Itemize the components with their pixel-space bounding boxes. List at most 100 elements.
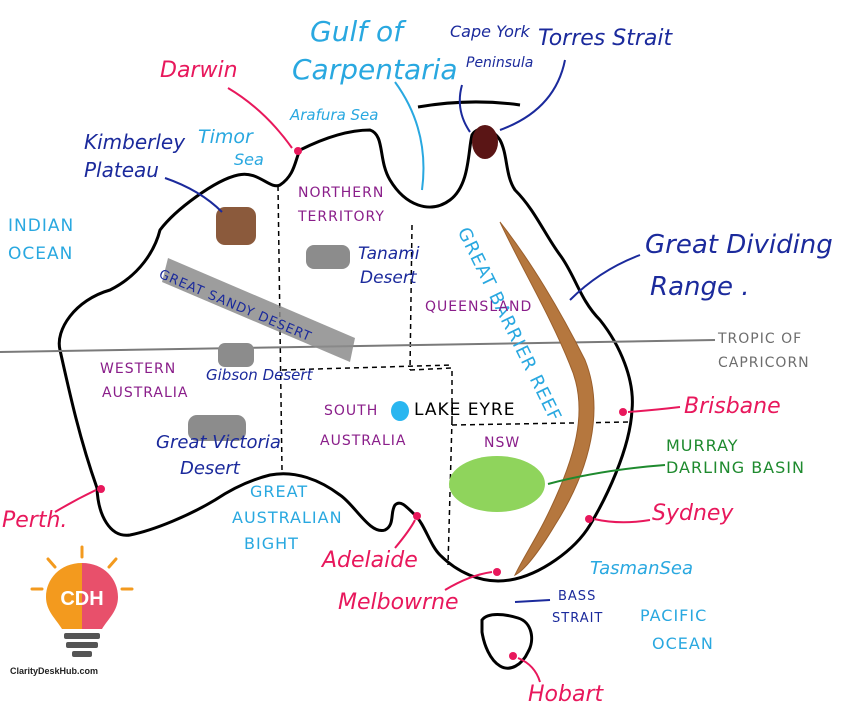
bass-strait-label: BASS <box>558 589 597 604</box>
torres-strait-line <box>417 100 521 109</box>
great-victoria-desert-label-2: Desert <box>180 458 240 479</box>
perth-arrow <box>54 489 97 513</box>
gibson-desert-label: Gibson Desert <box>206 366 313 384</box>
state-borders <box>277 185 631 566</box>
city-arrows <box>54 87 681 683</box>
logo-bulb-right <box>82 563 118 629</box>
adelaide-label: Adelaide <box>322 548 418 573</box>
murray-arrow <box>547 464 666 485</box>
claritydeskhub-logo: CDH <box>30 545 134 657</box>
logo-base-1 <box>64 633 100 639</box>
adelaide-dot <box>413 512 421 520</box>
arafura-sea-label: Arafura Sea <box>290 106 379 124</box>
sydney-dot <box>585 515 593 523</box>
gibson-desert-shape <box>218 343 254 367</box>
great-sandy-desert-band <box>162 258 355 362</box>
gulf-of-carpentaria-label-2: Carpentaria <box>292 53 458 86</box>
tanami-desert-label: Tanami <box>358 244 420 264</box>
brisbane-arrow <box>627 406 681 413</box>
torres-arrow <box>499 59 566 131</box>
darwin-dot <box>294 147 302 155</box>
torres-strait-label: Torres Strait <box>538 26 673 51</box>
logo-bulb-left <box>46 563 82 629</box>
great-dividing-range-label-2: Range . <box>650 272 750 302</box>
kimberley-plateau-shape <box>216 207 256 245</box>
sydney-label: Sydney <box>652 501 734 526</box>
western-australia-label-2: AUSTRALIA <box>102 385 189 401</box>
brisbane-dot <box>619 408 627 416</box>
western-australia-label: WESTERN <box>100 361 177 377</box>
tropic-of-capricorn-label: TROPIC OF <box>718 331 803 347</box>
melbourne-arrow <box>444 571 493 591</box>
murray-darling-basin-shape <box>449 456 545 512</box>
great-australian-bight-label-2: AUSTRALIAN <box>232 508 343 527</box>
logo-initials: CDH <box>60 588 103 610</box>
cape-york-label: Cape York <box>450 22 530 41</box>
bass-strait-label-2: STRAIT <box>552 611 604 626</box>
kimberley-label: Kimberley <box>84 130 186 154</box>
gulf-arrow <box>394 81 425 191</box>
cape-york-shape <box>472 125 498 159</box>
hobart-label: Hobart <box>528 682 604 707</box>
south-australia-label: SOUTH <box>324 403 379 419</box>
timor-sea-label: Timor <box>198 126 253 148</box>
great-dividing-range-label: Great Dividing <box>645 230 833 260</box>
northern-territory-label-2: TERRITORY <box>298 209 385 225</box>
lake-eyre-shape <box>391 401 409 421</box>
darwin-label: Darwin <box>160 58 238 83</box>
murray-darling-basin-label-2: DARLING BASIN <box>666 458 805 477</box>
tanami-desert-label-2: Desert <box>360 268 417 288</box>
nsw-border <box>451 421 631 426</box>
qld-sa-border <box>409 367 453 420</box>
nsw-label: NSW <box>484 435 521 451</box>
kimberley-label-2: Plateau <box>84 158 159 182</box>
adelaide-arrow <box>394 519 416 549</box>
logo-base-3 <box>72 651 92 657</box>
hobart-dot <box>509 652 517 660</box>
nt-sa-border <box>281 364 453 371</box>
tropic-of-capricorn-label-2: CAPRICORN <box>718 355 810 371</box>
great-dividing-range-band <box>499 221 595 577</box>
great-australian-bight-label-3: BIGHT <box>244 534 299 553</box>
indian-ocean-label: INDIAN <box>8 216 75 236</box>
city-dots <box>97 147 627 660</box>
great-australian-bight-label: GREAT <box>250 482 309 501</box>
hobart-arrow <box>517 657 541 683</box>
sydney-arrow <box>593 518 651 524</box>
darwin-arrow <box>227 87 293 149</box>
melbourne-label: Melbowrne <box>338 590 459 615</box>
feature-arrows <box>164 59 641 603</box>
sa-nsw-border <box>447 419 453 566</box>
kimberley-arrow <box>164 177 223 213</box>
mainland-outline <box>57 127 634 583</box>
bass-arrow <box>514 599 551 603</box>
indian-ocean-label-2: OCEAN <box>8 244 74 264</box>
lake-eyre-label: LAKE EYRE <box>414 400 516 420</box>
gdr-arrow <box>569 254 641 301</box>
tropic-of-capricorn-line <box>0 339 716 353</box>
south-australia-label-2: AUSTRALIA <box>320 433 407 449</box>
melbourne-dot <box>493 568 501 576</box>
perth-label: Perth. <box>2 508 68 533</box>
cape-york-arrow <box>458 84 471 133</box>
tasmania-outline <box>480 613 534 670</box>
gulf-of-carpentaria-label: Gulf of <box>310 15 403 48</box>
logo-base-2 <box>66 642 98 648</box>
timor-sea-label-2: Sea <box>234 150 264 169</box>
logo-site-label: ClarityDeskHub.com <box>10 666 99 676</box>
cape-york-label-2: Peninsula <box>466 55 534 71</box>
pacific-ocean-label-2: OCEAN <box>652 634 714 653</box>
great-victoria-desert-label: Great Victoria <box>156 432 281 453</box>
murray-darling-basin-label: MURRAY <box>666 436 739 455</box>
queensland-label: QUEENSLAND <box>425 299 533 315</box>
northern-territory-label: NORTHERN <box>298 185 385 201</box>
tanami-desert-shape <box>306 245 350 269</box>
pacific-ocean-label: PACIFIC <box>640 606 708 625</box>
great-victoria-desert-shape <box>188 415 246 441</box>
brisbane-label: Brisbane <box>684 394 781 419</box>
perth-dot <box>97 485 105 493</box>
logo-rays <box>30 545 134 591</box>
tasman-sea-label: TasmanSea <box>590 558 694 579</box>
wa-border <box>277 185 283 471</box>
